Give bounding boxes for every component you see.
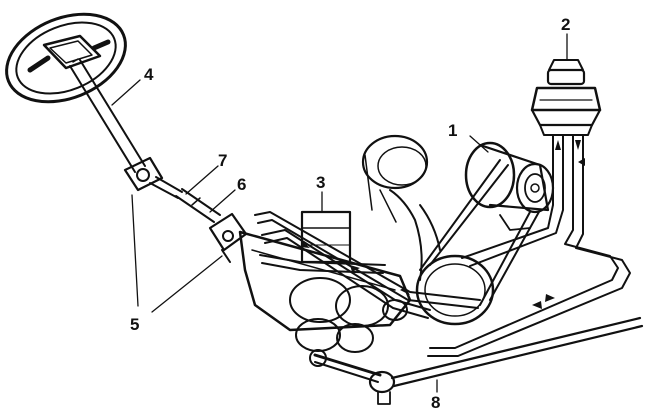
tie-rod (390, 316, 644, 388)
fluid-reservoir (530, 59, 602, 136)
label-shaft-coupling: 7 (218, 151, 227, 170)
label-steering-gear: 3 (316, 173, 325, 192)
label-intermediate-shaft: 6 (237, 175, 246, 194)
steering-linkage (309, 349, 396, 405)
fan-pulley (361, 134, 429, 223)
drive-belts (389, 159, 541, 306)
pressure-line-pair (461, 134, 564, 267)
crankshaft-pulley (415, 254, 495, 326)
gear-feed-lines (254, 211, 481, 319)
flow-arrows (300, 140, 585, 309)
label-steering-shaft: 4 (144, 65, 154, 84)
intermediate-shaft (175, 188, 221, 223)
return-line-pair (427, 134, 631, 357)
steering-gear-housing (238, 230, 412, 353)
label-tie-rod: 8 (431, 393, 440, 410)
leader-lines (111, 33, 568, 393)
power-steering-pump (464, 141, 555, 231)
steering-shaft (69, 58, 146, 173)
label-universal-joints: 5 (130, 315, 139, 334)
label-pump: 1 (448, 121, 457, 140)
steering-wheel (5, 12, 127, 104)
universal-joint-upper (123, 156, 183, 199)
label-reservoir: 2 (561, 15, 570, 34)
